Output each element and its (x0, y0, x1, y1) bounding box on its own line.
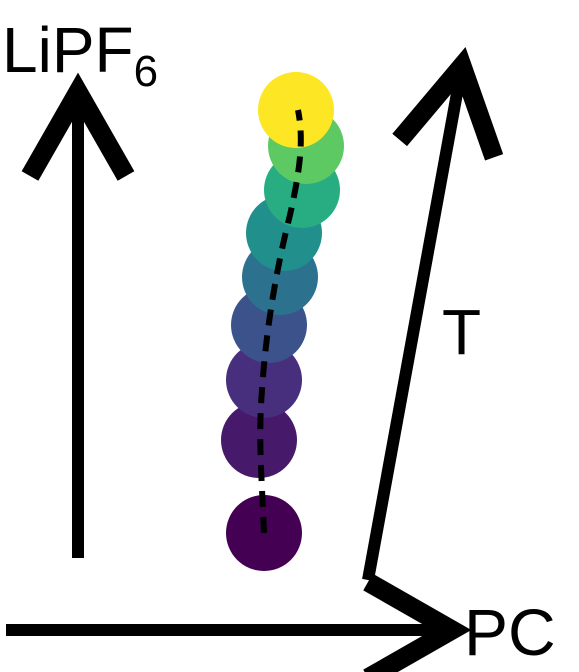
trajectory-markers (221, 72, 344, 571)
dashed-trend-line (257, 109, 304, 534)
pc-label: PC (464, 595, 556, 669)
lipf6-label: LiPF6 (2, 14, 158, 96)
lipf6-label-subscript: 6 (134, 47, 158, 96)
temperature-arrow (362, 46, 504, 582)
marker-3 (226, 342, 302, 418)
marker-9 (258, 72, 334, 148)
lipf6-label-main: LiPF (2, 14, 134, 86)
t-label: T (442, 296, 481, 368)
